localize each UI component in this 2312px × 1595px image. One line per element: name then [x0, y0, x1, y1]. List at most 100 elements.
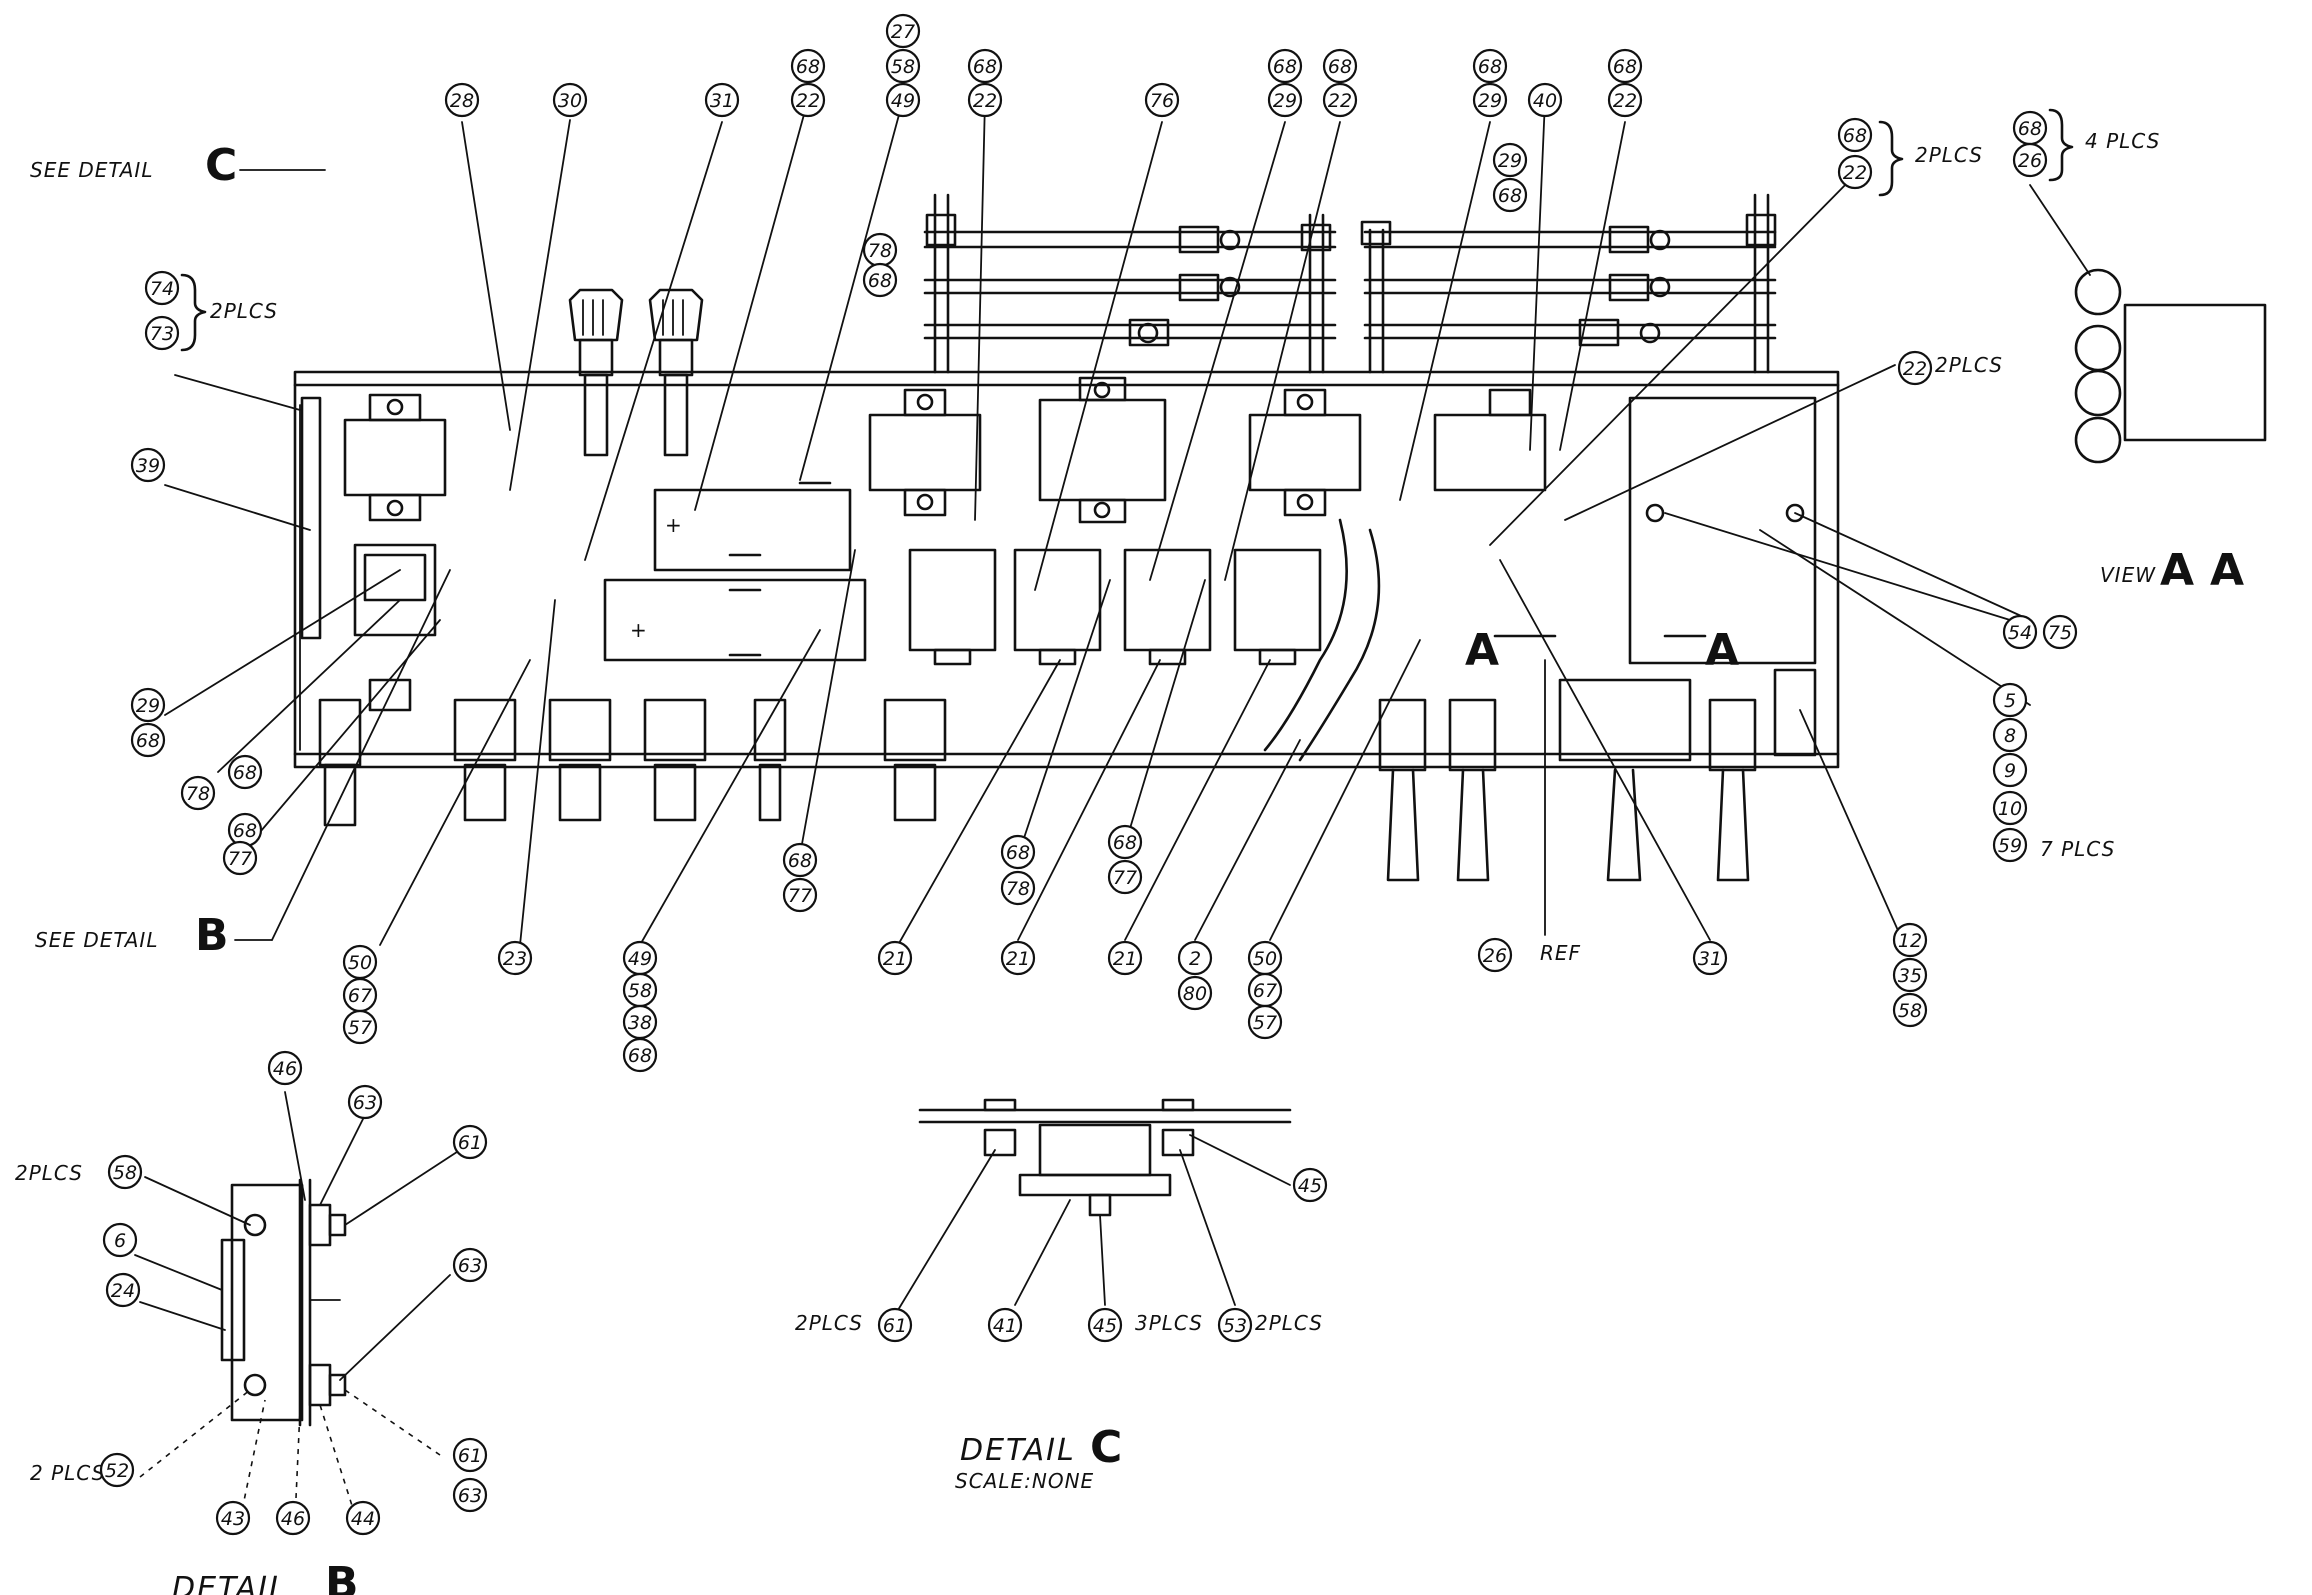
balloon-68: 68: [130, 722, 166, 758]
balloon-58: 58: [885, 48, 921, 84]
qty-58-b: 2PLCS: [15, 1161, 83, 1185]
svg-text:75: 75: [2048, 622, 2072, 644]
svg-text:44: 44: [351, 1508, 375, 1530]
svg-text:52: 52: [105, 1460, 129, 1482]
detail-b-letter: B: [325, 1558, 359, 1595]
svg-text:46: 46: [281, 1508, 305, 1530]
balloon-59: 59: [1992, 827, 2028, 863]
balloon-2: 2: [1177, 940, 1213, 976]
sockets: [343, 376, 1547, 712]
balloon-58: 58: [622, 972, 658, 1008]
balloon-58: 58: [1892, 992, 1928, 1028]
view-aa-letter-2: A: [2210, 545, 2244, 596]
balloon-78: 78: [1000, 870, 1036, 906]
svg-text:35: 35: [1898, 965, 1922, 987]
svg-text:68: 68: [233, 762, 257, 784]
balloon-63: 63: [452, 1477, 488, 1513]
balloon-46: 46: [275, 1500, 311, 1536]
svg-text:8: 8: [2004, 725, 2016, 747]
svg-text:78: 78: [186, 783, 210, 805]
balloon-61: 61: [452, 1437, 488, 1473]
balloon-58: 58: [107, 1154, 143, 1190]
balloon-52: 52: [99, 1452, 135, 1488]
balloon-68: 68: [1492, 177, 1528, 213]
balloon-49: 49: [885, 82, 921, 118]
svg-text:49: 49: [628, 948, 652, 970]
balloon-12: 12: [1892, 922, 1928, 958]
svg-text:12: 12: [1898, 930, 1922, 952]
detail-c-scale: SCALE:NONE: [955, 1469, 1094, 1493]
svg-text:57: 57: [348, 1017, 372, 1039]
svg-text:68: 68: [868, 270, 892, 292]
see-detail-c-note: SEE DETAIL: [30, 158, 153, 182]
balloon-41: 41: [987, 1307, 1023, 1343]
balloon-23: 23: [497, 940, 533, 976]
qty-61-c: 2PLCS: [795, 1311, 863, 1335]
balloon-68: 68: [1837, 117, 1873, 153]
svg-text:68: 68: [1113, 832, 1137, 854]
balloon-43: 43: [215, 1500, 251, 1536]
svg-text:68: 68: [1843, 125, 1867, 147]
svg-text:22: 22: [1843, 162, 1867, 184]
svg-text:22: 22: [796, 90, 820, 112]
balloon-53: 53: [1217, 1307, 1253, 1343]
balloon-68: 68: [1322, 48, 1358, 84]
leader-lines: [134, 99, 2091, 1521]
balloon-26: 26: [1477, 937, 1513, 973]
svg-text:22: 22: [973, 90, 997, 112]
svg-text:6: 6: [114, 1230, 126, 1252]
balloon-68: 68: [1000, 834, 1036, 870]
svg-text:68: 68: [1613, 56, 1637, 78]
relays: [908, 548, 1322, 666]
balloon-57: 57: [342, 1009, 378, 1045]
balloon-29: 29: [1472, 82, 1508, 118]
balloon-45: 45: [1087, 1307, 1123, 1343]
balloon-44: 44: [345, 1500, 381, 1536]
qty-52: 2 PLCS: [30, 1461, 105, 1485]
balloon-68: 68: [967, 48, 1003, 84]
balloon-35: 35: [1892, 957, 1928, 993]
svg-text:77: 77: [228, 848, 252, 870]
chassis: [293, 370, 1840, 769]
balloon-30: 30: [552, 82, 588, 118]
balloon-63: 63: [347, 1084, 383, 1120]
svg-text:29: 29: [1478, 90, 1502, 112]
see-detail-b-letter: B: [195, 910, 229, 961]
svg-text:78: 78: [1006, 878, 1030, 900]
svg-text:24: 24: [111, 1280, 135, 1302]
svg-text:49: 49: [891, 90, 915, 112]
balloon-5: 5: [1992, 682, 2028, 718]
balloon-46: 46: [267, 1050, 303, 1086]
svg-text:74: 74: [150, 278, 174, 300]
svg-text:58: 58: [1898, 1000, 1922, 1022]
balloon-22: 22: [1837, 154, 1873, 190]
balloon-61: 61: [877, 1307, 913, 1343]
svg-text:68: 68: [1273, 56, 1297, 78]
balloon-50: 50: [342, 944, 378, 980]
svg-text:28: 28: [450, 90, 474, 112]
svg-text:61: 61: [458, 1132, 482, 1154]
balloon-68: 68: [1472, 48, 1508, 84]
svg-text:23: 23: [503, 948, 527, 970]
svg-text:68: 68: [788, 850, 812, 872]
balloon-67: 67: [1247, 972, 1283, 1008]
balloon-21: 21: [1107, 940, 1143, 976]
balloon-74: 74: [144, 270, 180, 306]
svg-text:41: 41: [993, 1315, 1017, 1337]
svg-text:31: 31: [710, 90, 734, 112]
svg-text:50: 50: [348, 952, 372, 974]
svg-text:76: 76: [1150, 90, 1174, 112]
balloon-68: 68: [227, 812, 263, 848]
detail-c-title: DETAIL: [960, 1433, 1076, 1468]
balloon-21: 21: [877, 940, 913, 976]
detail-b-title: DETAIL: [172, 1571, 288, 1595]
balloon-68: 68: [622, 1037, 658, 1073]
svg-text:68: 68: [1478, 56, 1502, 78]
qty-74-73: 2PLCS: [210, 299, 278, 323]
balloon-68: 68: [2012, 110, 2048, 146]
svg-text:58: 58: [113, 1162, 137, 1184]
svg-text:58: 58: [628, 980, 652, 1002]
balloon-49: 49: [622, 940, 658, 976]
